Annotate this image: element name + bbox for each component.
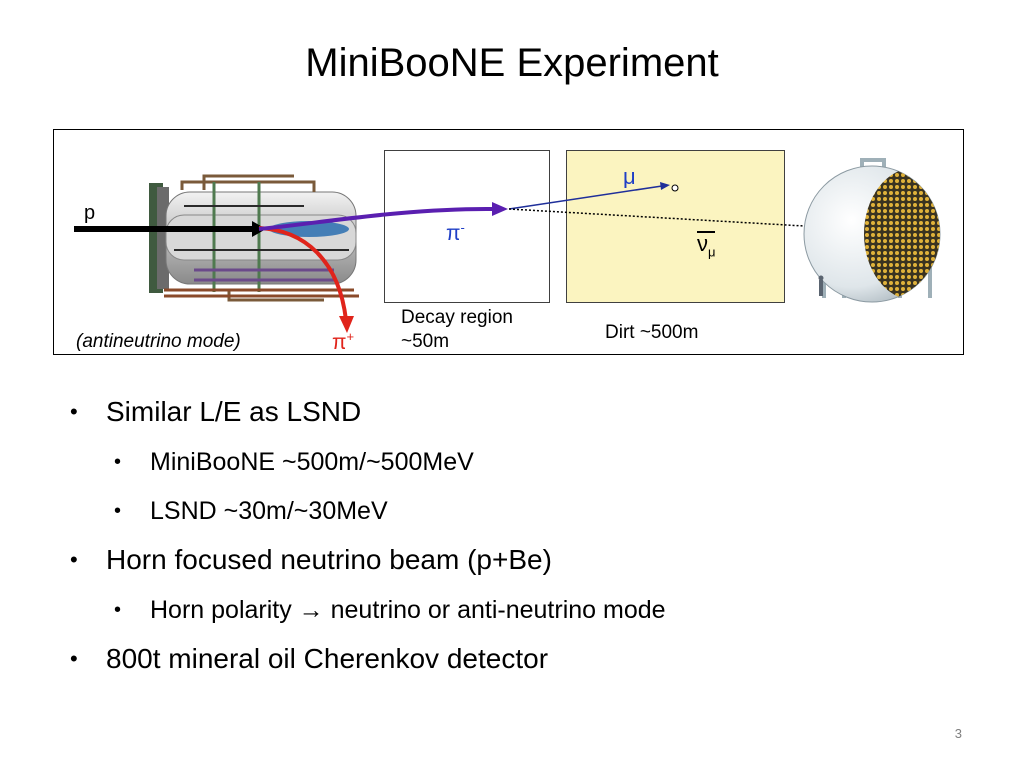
mineral-oil-detector	[803, 158, 941, 303]
decay-region-box	[384, 150, 550, 303]
dirt-region-box	[566, 150, 785, 303]
bullet-item: 800t mineral oil Cherenkov detector	[70, 642, 970, 676]
pi-plus-track	[258, 226, 354, 333]
bullet-subitem: MiniBooNE ~500m/~500MeV	[70, 445, 970, 479]
pi-minus-label: π-	[446, 220, 465, 245]
horn-assembly	[149, 174, 359, 302]
muon-label: μ	[623, 164, 636, 189]
page-number: 3	[954, 726, 962, 741]
antineutrino-bar	[697, 231, 715, 233]
neutrino-track	[508, 208, 805, 227]
dirt-label: Dirt ~500m	[605, 322, 699, 343]
antineutrino-label: νμ	[697, 231, 716, 260]
bullet-subitem: Horn polarity → neutrino or anti-neutrin…	[70, 593, 970, 627]
bullet-subitem: LSND ~30m/~30MeV	[70, 494, 970, 528]
pi-plus-label: π+	[332, 329, 355, 354]
proton-label: p	[84, 202, 96, 224]
bullet-item: Similar L/E as LSND	[70, 395, 970, 429]
beamline-diagram: p (antineutrino mode) π+ π- μ νμ Decay r…	[53, 129, 964, 355]
pi-minus-track	[258, 202, 508, 231]
decay-region-label: Decay region~50m	[401, 307, 513, 352]
slide-title: MiniBooNE Experiment	[305, 41, 719, 85]
diagram-graphics	[74, 158, 941, 333]
mode-label: (antineutrino mode)	[76, 331, 241, 352]
bullet-list: Similar L/E as LSND MiniBooNE ~500m/~500…	[70, 395, 970, 692]
muon-track	[508, 182, 679, 210]
bullet-item: Horn focused neutrino beam (p+Be)	[70, 543, 970, 577]
